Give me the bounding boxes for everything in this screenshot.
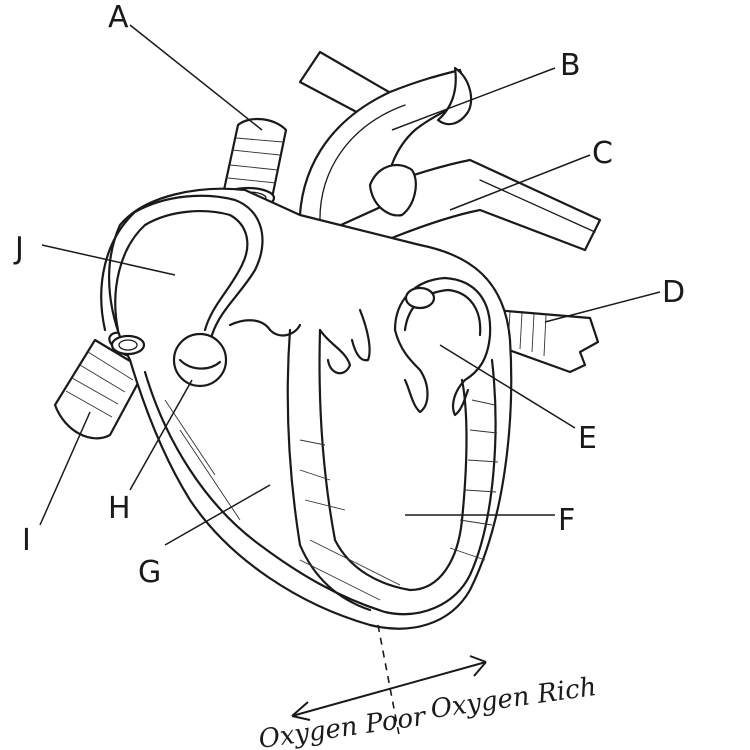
label-c: C bbox=[592, 136, 613, 171]
oxygen-poor-text: Oxygen Poor bbox=[257, 702, 429, 750]
label-d: D bbox=[662, 275, 685, 310]
right-atrium bbox=[100, 194, 264, 356]
left-atrium bbox=[393, 276, 492, 382]
oxygen-arrow bbox=[291, 655, 487, 721]
label-e: E bbox=[578, 421, 597, 456]
aorta bbox=[298, 66, 473, 242]
label-h: H bbox=[108, 491, 131, 526]
leader-lines bbox=[39, 24, 661, 546]
valve-highlight-circle bbox=[172, 332, 228, 388]
valve-flap bbox=[178, 358, 222, 370]
label-g: G bbox=[138, 555, 161, 590]
label-j: J bbox=[13, 231, 24, 266]
label-i: I bbox=[22, 523, 31, 558]
divider-line bbox=[377, 624, 401, 741]
label-f: F bbox=[558, 503, 575, 538]
label-a: A bbox=[108, 0, 129, 35]
valves bbox=[228, 308, 470, 417]
heart-wall bbox=[107, 187, 513, 630]
label-b: B bbox=[560, 48, 581, 83]
oxygen-rich-text: Oxygen Rich bbox=[429, 672, 598, 725]
